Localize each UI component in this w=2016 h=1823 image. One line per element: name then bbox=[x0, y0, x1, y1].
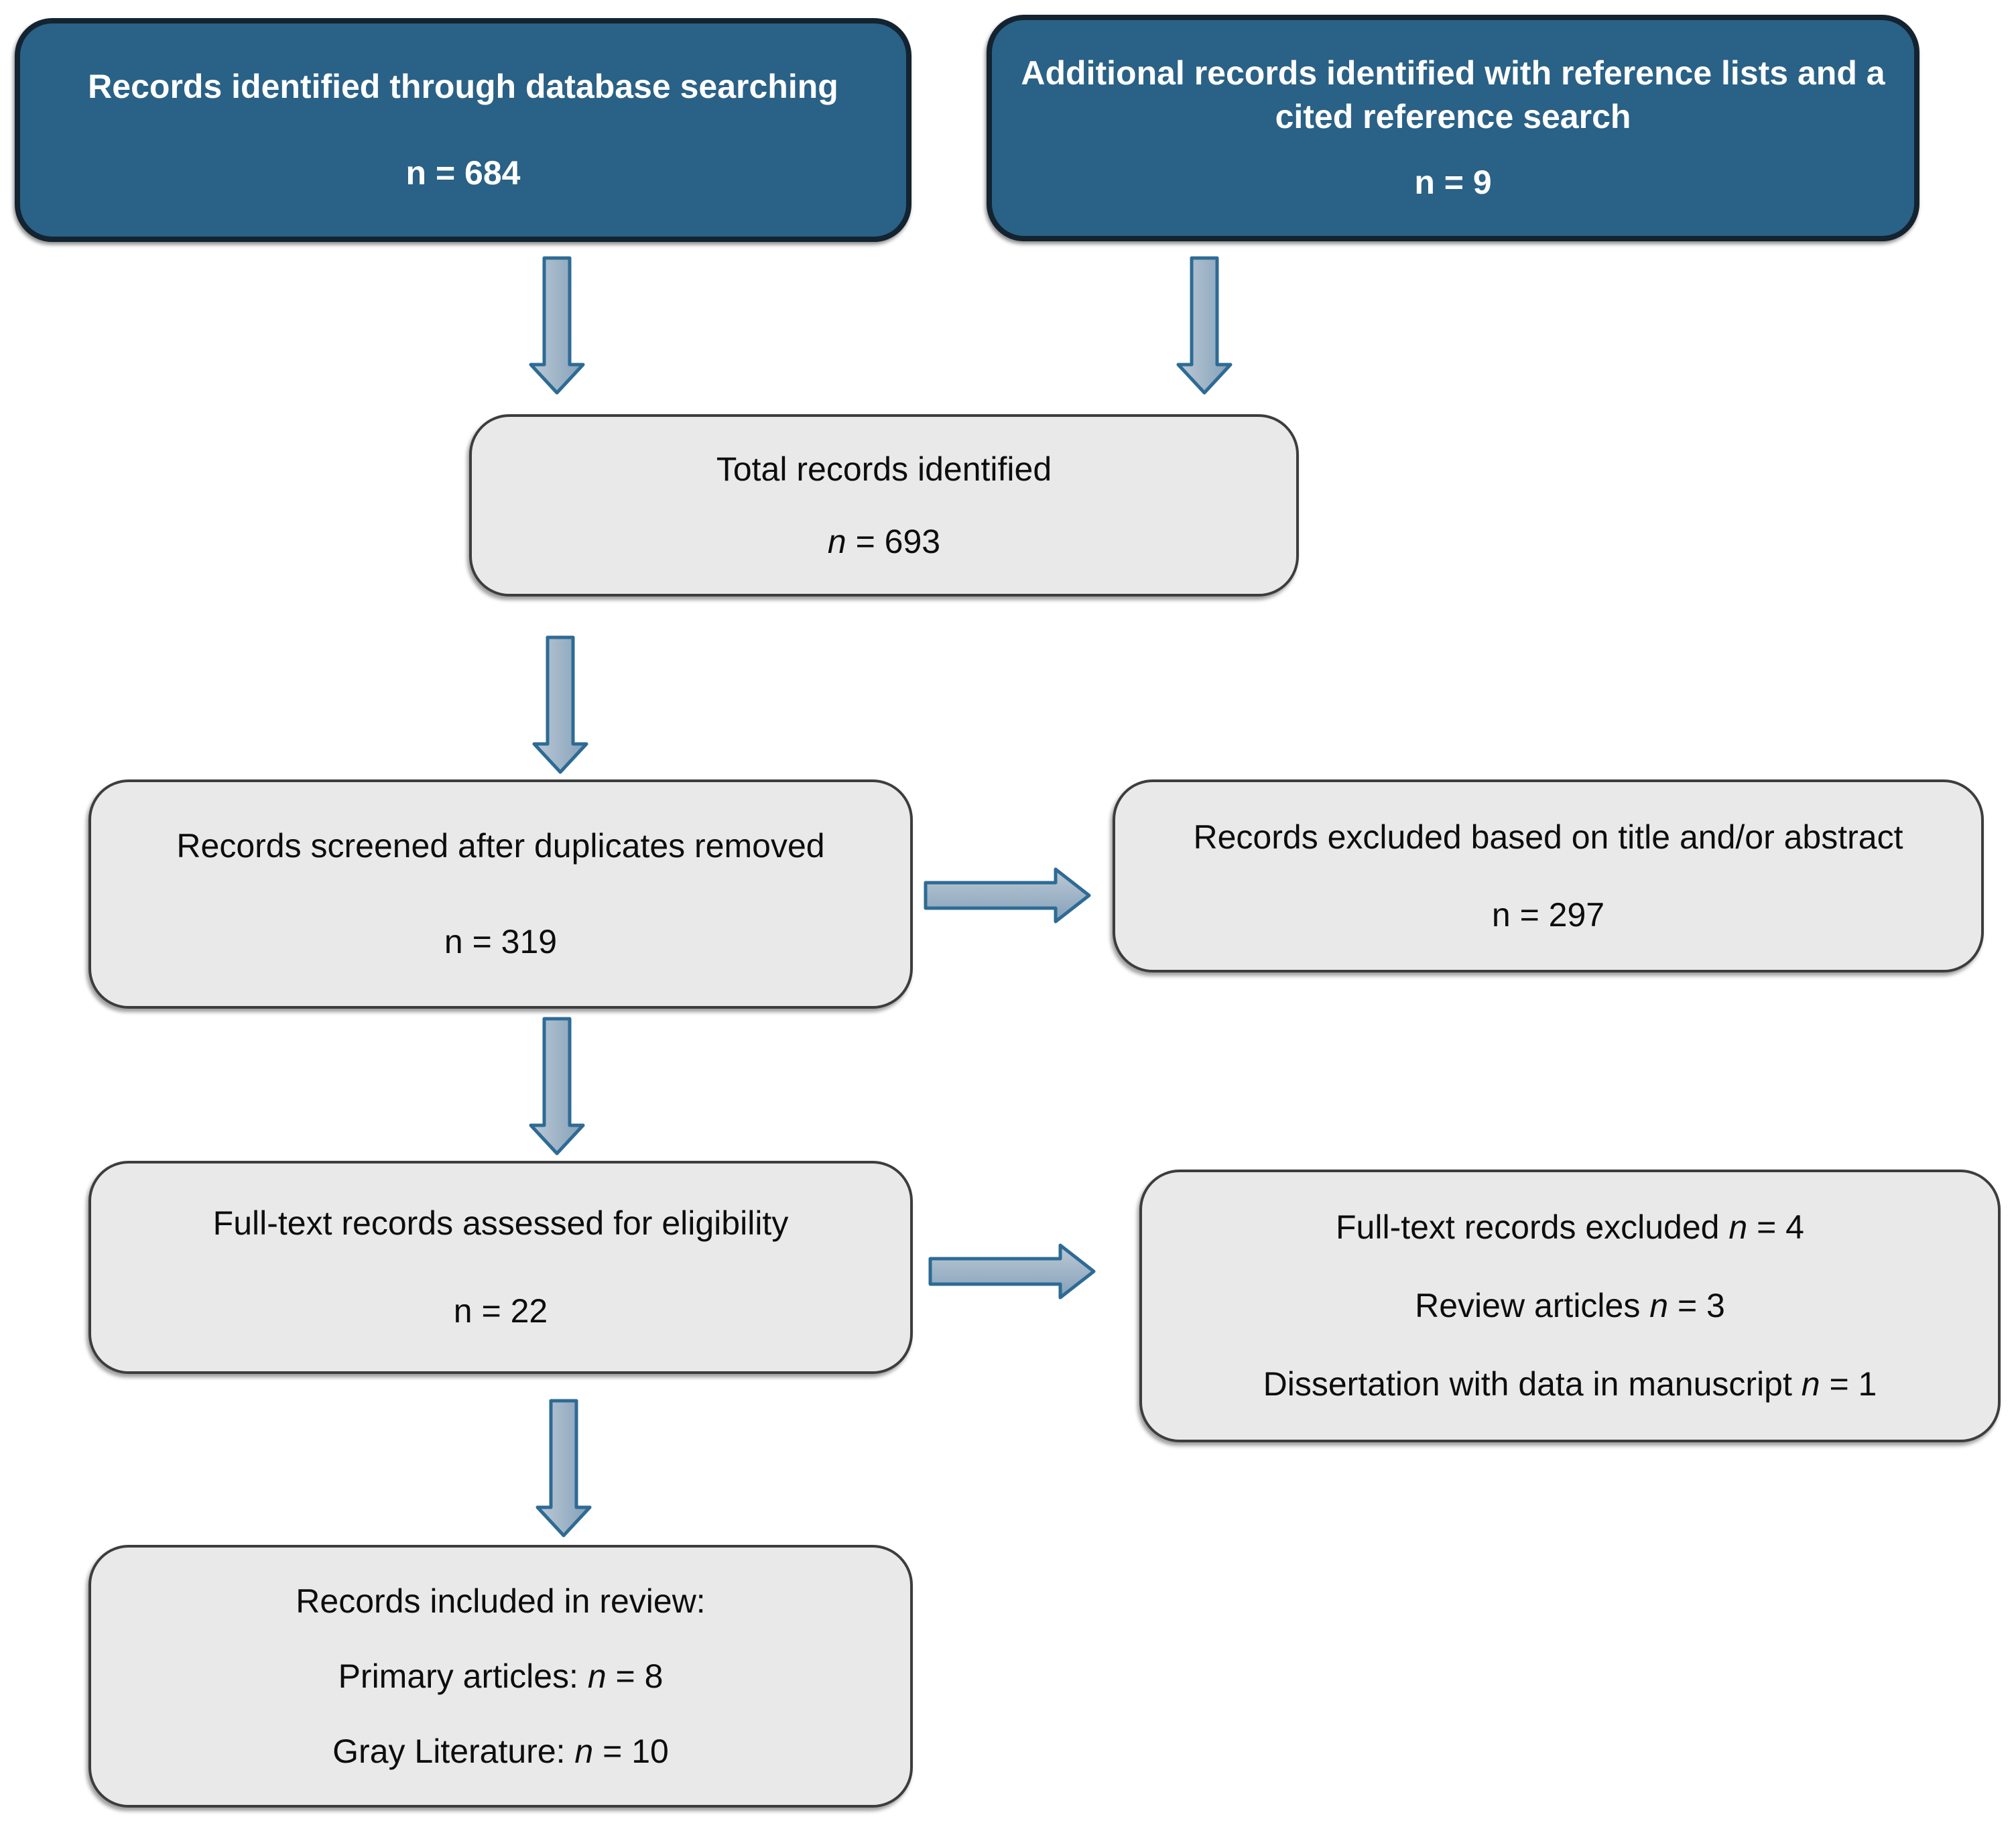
box-total-identified: Total records identified n = 693 bbox=[469, 414, 1299, 596]
box-fulltext-assessed: Full-text records assessed for eligibili… bbox=[88, 1161, 913, 1374]
box-line: Primary articles: n = 8 bbox=[118, 1655, 883, 1698]
text-segment: Gray Literature: bbox=[332, 1732, 575, 1770]
text-segment: = 10 bbox=[593, 1732, 669, 1770]
down-arrow-icon bbox=[536, 1399, 592, 1537]
box-line: Records screened after duplicates remove… bbox=[118, 824, 883, 868]
text-segment: = 1 bbox=[1820, 1365, 1877, 1403]
text-segment: Dissertation with data in manuscript bbox=[1263, 1365, 1802, 1403]
text-segment: Total records identified bbox=[716, 450, 1052, 488]
box-line: Full-text records assessed for eligibili… bbox=[118, 1202, 883, 1245]
down-arrow-icon bbox=[529, 1017, 585, 1155]
text-segment: = 3 bbox=[1668, 1287, 1725, 1324]
box-included: Records included in review: Primary artic… bbox=[88, 1545, 913, 1808]
box-fulltext-excluded: Full-text records excluded n = 4 Review a… bbox=[1139, 1170, 2001, 1442]
text-segment: Records excluded based on title and/or a… bbox=[1193, 818, 1903, 856]
text-segment: n = 22 bbox=[453, 1292, 548, 1330]
box-line: n = 693 bbox=[499, 520, 1269, 564]
box-line: Gray Literature: n = 10 bbox=[118, 1730, 883, 1773]
box-screened: Records screened after duplicates remove… bbox=[88, 779, 913, 1009]
box-line: Records identified through database sear… bbox=[47, 65, 879, 109]
text-segment: Review articles bbox=[1415, 1287, 1650, 1324]
down-arrow-icon bbox=[1176, 256, 1233, 395]
box-line: n = 297 bbox=[1142, 893, 1954, 937]
box-reference-search: Additional records identified with refer… bbox=[987, 15, 1919, 241]
box-line: Records excluded based on title and/or a… bbox=[1142, 816, 1954, 859]
box-line: n = 684 bbox=[47, 151, 879, 195]
right-arrow-icon bbox=[928, 1243, 1096, 1300]
text-segment: n = 319 bbox=[444, 923, 558, 960]
box-line: Total records identified bbox=[499, 448, 1269, 491]
text-segment: = 693 bbox=[846, 522, 941, 560]
box-line: Records included in review: bbox=[118, 1580, 883, 1623]
text-segment: n = 684 bbox=[405, 154, 521, 192]
italic-n: n bbox=[1728, 1208, 1748, 1246]
box-line: Dissertation with data in manuscript n =… bbox=[1169, 1363, 1971, 1406]
box-line: Review articles n = 3 bbox=[1169, 1284, 1971, 1328]
box-database-search: Records identified through database sear… bbox=[15, 18, 911, 242]
right-arrow-icon bbox=[924, 867, 1091, 924]
text-segment: Full-text records assessed for eligibili… bbox=[212, 1204, 789, 1242]
text-segment: n = 297 bbox=[1491, 895, 1605, 934]
box-line: n = 9 bbox=[1019, 161, 1887, 204]
italic-n: n bbox=[574, 1732, 594, 1770]
box-line: n = 319 bbox=[118, 920, 883, 964]
text-segment: Primary articles: bbox=[338, 1657, 588, 1695]
text-segment: Full-text records excluded bbox=[1336, 1208, 1729, 1246]
text-segment: n = 9 bbox=[1414, 164, 1492, 202]
italic-n: n bbox=[1801, 1365, 1820, 1403]
box-line: Additional records identified with refer… bbox=[1019, 52, 1887, 139]
box-line: n = 22 bbox=[118, 1290, 883, 1333]
italic-n: n bbox=[827, 522, 846, 560]
down-arrow-icon bbox=[529, 256, 585, 395]
down-arrow-icon bbox=[532, 635, 588, 774]
text-segment: = 8 bbox=[606, 1657, 664, 1695]
box-line: Full-text records excluded n = 4 bbox=[1169, 1206, 1971, 1249]
text-segment: Records identified through database sear… bbox=[88, 68, 838, 105]
text-segment: Records included in review: bbox=[296, 1582, 706, 1620]
text-segment: Additional records identified with refer… bbox=[1021, 54, 1885, 135]
box-excluded-title-abstract: Records excluded based on title and/or a… bbox=[1113, 779, 1984, 972]
text-segment: Records screened after duplicates remove… bbox=[176, 827, 825, 865]
text-segment: = 4 bbox=[1747, 1208, 1804, 1246]
italic-n: n bbox=[1649, 1287, 1669, 1324]
italic-n: n bbox=[587, 1657, 607, 1695]
